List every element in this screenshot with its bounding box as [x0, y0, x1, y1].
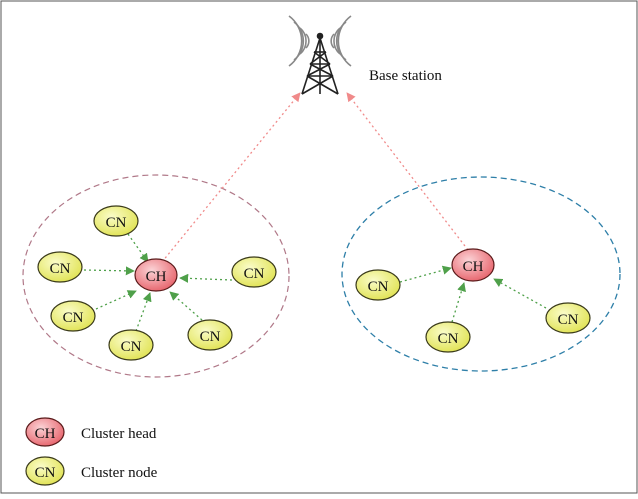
base-station-label: Base station — [369, 68, 442, 84]
legend-head-symbol: CH — [35, 426, 56, 442]
legend-head: CH Cluster head — [25, 417, 157, 447]
member-arrow — [127, 233, 149, 263]
node-label: CN — [106, 215, 127, 231]
node-label: CN — [50, 261, 71, 277]
legend-head-swatch — [25, 417, 65, 447]
cluster-node: CN — [231, 256, 277, 288]
uplink-arrow-left — [161, 92, 301, 263]
legend-member-label: Cluster node — [81, 465, 158, 481]
node-label: CN — [121, 339, 142, 355]
node-label: CN — [438, 331, 459, 347]
cluster-head: CH — [451, 248, 495, 282]
cluster-left-boundary — [22, 174, 290, 378]
base-station-icon — [288, 15, 352, 95]
node-label: CN — [558, 312, 579, 328]
node-label: CN — [200, 329, 221, 345]
uplink-arrow-right — [346, 92, 469, 251]
member-arrow — [179, 273, 233, 283]
cluster-node: CN — [50, 300, 96, 332]
member-arrow — [135, 292, 152, 332]
cluster-node: CN — [37, 251, 83, 283]
member-arrow — [399, 265, 452, 283]
cluster-node: CN — [355, 269, 401, 301]
node-label: CN — [244, 266, 265, 282]
cluster-right-boundary — [341, 176, 621, 372]
legend: CH Cluster head CN Cluster node — [25, 417, 158, 486]
cluster-node: CN — [187, 319, 233, 351]
legend-member: CN Cluster node — [25, 456, 158, 486]
legend-member-symbol: CN — [35, 465, 56, 481]
node-label: CN — [368, 279, 389, 295]
cluster-head: CH — [134, 258, 178, 292]
cluster-node: CN — [545, 302, 591, 334]
member-arrow — [83, 266, 135, 276]
member-arrow — [95, 290, 137, 310]
legend-member-swatch — [25, 456, 65, 486]
node-label: CN — [63, 310, 84, 326]
member-arrow — [169, 291, 203, 321]
member-arrow — [451, 282, 466, 323]
node-label: CH — [146, 269, 167, 285]
legend-head-label: Cluster head — [81, 426, 157, 442]
cluster-node: CN — [108, 329, 154, 361]
cluster-node: CN — [93, 205, 139, 237]
cluster-node: CN — [425, 321, 471, 353]
node-label: CH — [463, 259, 484, 275]
